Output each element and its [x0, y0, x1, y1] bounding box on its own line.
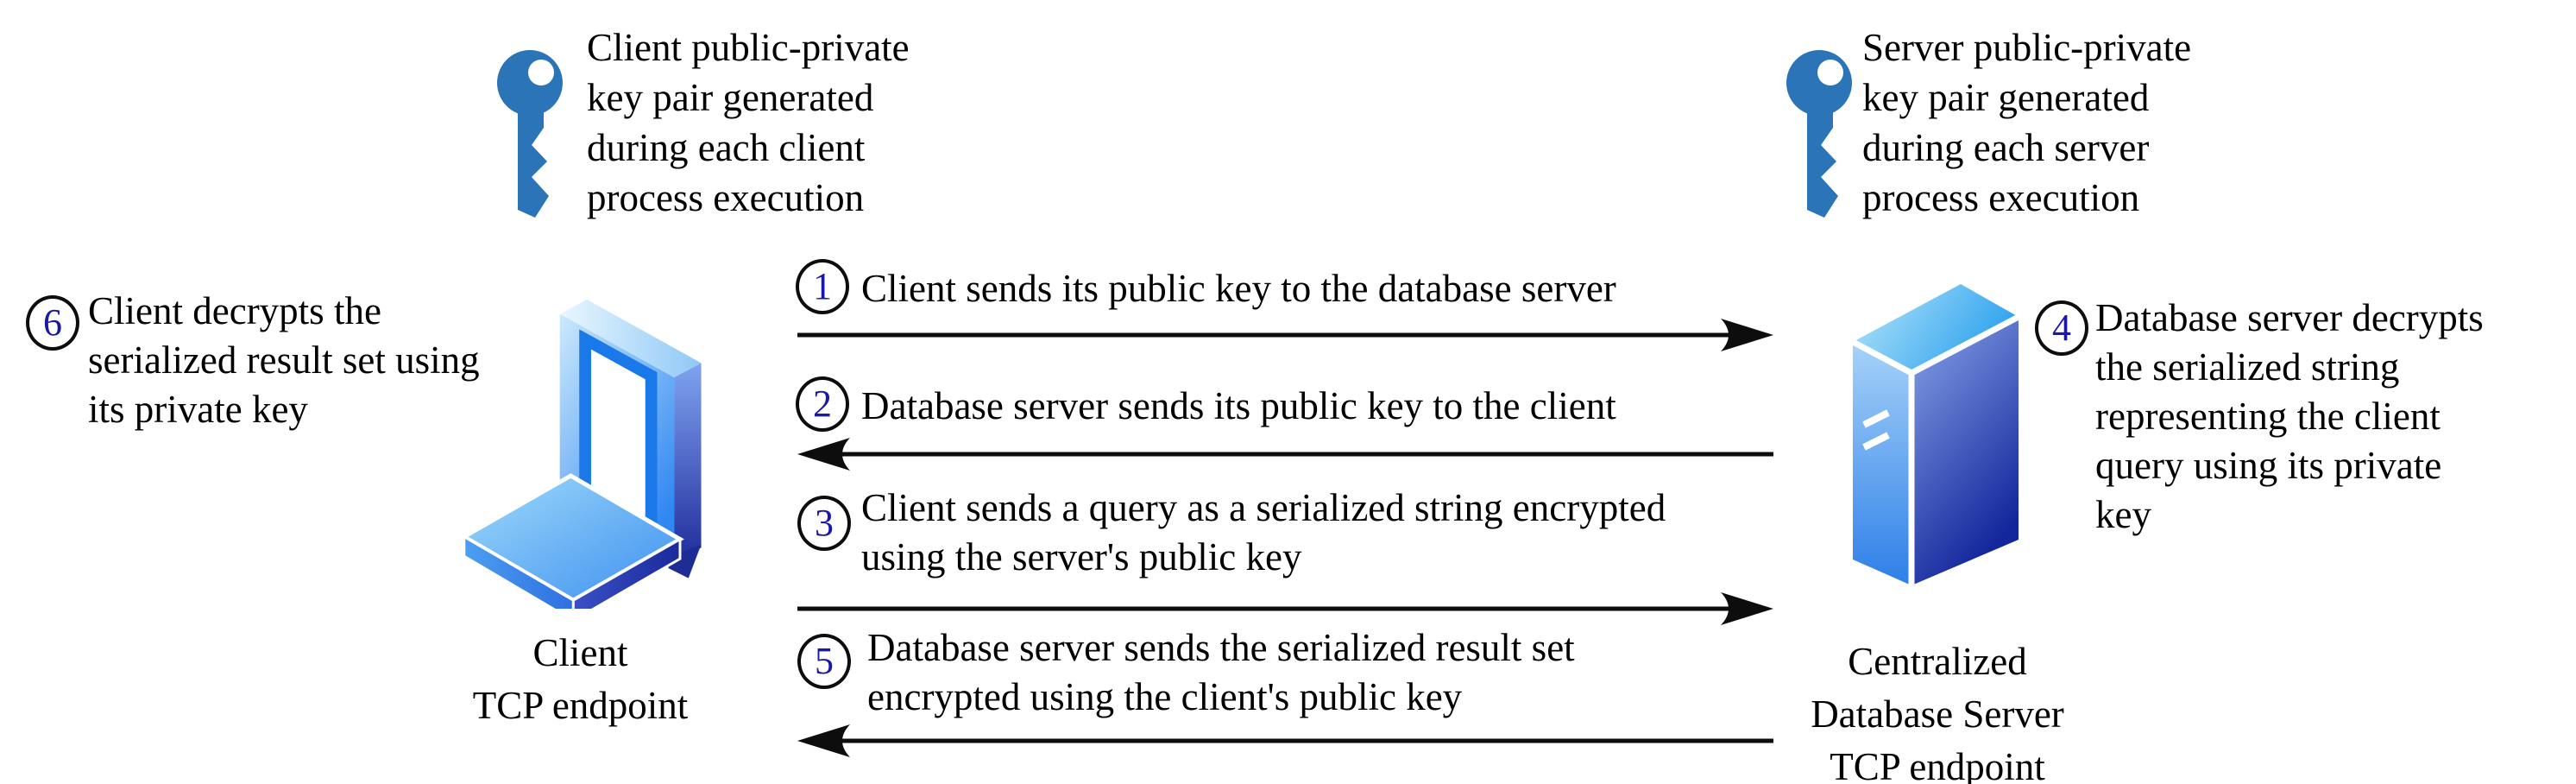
server-label: Centralized Database Server TCP endpoint [1773, 635, 2101, 784]
note-line: Client public-private [587, 26, 910, 69]
arrow-right-icon [797, 592, 1773, 625]
step-text-line: Client sends a query as a serialized str… [861, 486, 1666, 529]
key-icon [497, 50, 563, 218]
client-label: Client TCP endpoint [431, 627, 729, 732]
key-icon [1786, 50, 1852, 218]
step-text-line: Database server sends the serialized res… [867, 626, 1575, 669]
laptop-icon [459, 299, 702, 609]
note-line: Server public-private [1862, 26, 2192, 69]
step-text-line: encrypted using the client's public key [867, 675, 1463, 718]
step-badge-6: 6 [26, 295, 79, 351]
step-number: 4 [2052, 307, 2071, 349]
step-badge-5: 5 [797, 634, 851, 689]
note-line: process execution [1862, 176, 2140, 219]
step-2-text: Database server sends its public key to … [861, 382, 1616, 431]
server-icon [1851, 284, 2020, 585]
step-number: 5 [815, 640, 834, 682]
step-text-line: Database server decrypts [2095, 296, 2484, 339]
step-number: 6 [43, 301, 62, 344]
note-line: process execution [587, 176, 865, 219]
step-number: 1 [813, 265, 832, 307]
server-key-note: Server public-private key pair generated… [1862, 22, 2191, 223]
server-label-line: Centralized [1848, 640, 2027, 683]
step-badge-2: 2 [796, 376, 849, 432]
arrow-left-icon [797, 724, 1773, 757]
step-number: 3 [815, 502, 834, 544]
step-text-line: its private key [88, 388, 308, 431]
step-4-text: Database server decrypts the serialized … [2095, 294, 2484, 540]
step-6-text: Client decrypts the serialized result se… [88, 287, 480, 434]
note-line: key pair generated [1862, 76, 2150, 119]
step-text-line: Client sends its public key to the datab… [861, 267, 1616, 310]
step-3-text: Client sends a query as a serialized str… [861, 484, 1666, 582]
client-label-line: TCP endpoint [472, 684, 689, 727]
step-text-line: key [2095, 493, 2151, 536]
step-text-line: Client decrypts the [88, 289, 381, 332]
server-label-line: Database Server [1811, 692, 2064, 736]
note-line: during each client [587, 126, 866, 169]
client-label-line: Client [532, 631, 628, 674]
step-text-line: the serialized string [2095, 345, 2400, 389]
step-number: 2 [813, 383, 832, 425]
step-badge-3: 3 [797, 496, 851, 551]
step-text-line: using the server's public key [861, 535, 1302, 579]
step-1-text: Client sends its public key to the datab… [861, 264, 1616, 313]
note-line: during each server [1862, 126, 2150, 169]
step-5-text: Database server sends the serialized res… [867, 623, 1575, 722]
step-text-line: serialized result set using [88, 338, 480, 382]
step-badge-1: 1 [796, 259, 849, 314]
step-text-line: Database server sends its public key to … [861, 384, 1616, 427]
arrow-left-icon [797, 438, 1773, 471]
server-label-line: TCP endpoint [1830, 745, 2045, 784]
step-text-line: representing the client [2095, 395, 2441, 438]
step-text-line: query using its private [2095, 444, 2442, 487]
note-line: key pair generated [587, 76, 874, 119]
client-key-note: Client public-private key pair generated… [587, 22, 910, 223]
step-badge-4: 4 [2035, 300, 2088, 356]
arrow-right-icon [797, 319, 1773, 351]
